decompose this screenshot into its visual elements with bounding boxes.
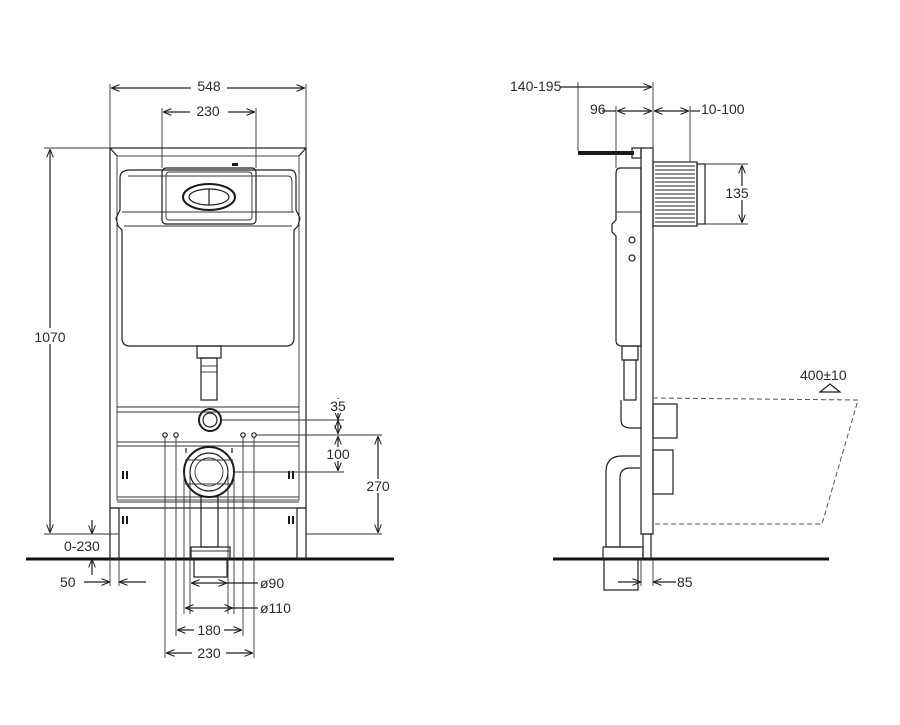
drain-diameter-outer-label: ø110 <box>260 600 291 616</box>
dim-depth-range: 140-195 <box>510 78 654 151</box>
mounting-bolts <box>162 432 257 438</box>
bowl-height-label: 400±10 <box>800 367 847 383</box>
cistern-depth-label: 96 <box>590 101 606 117</box>
frame-height-label: 1070 <box>34 329 65 345</box>
dim-button-width: 230 <box>161 103 257 168</box>
leg-offset-label: 50 <box>60 574 76 590</box>
dim-bottom-front: ø90 ø110 180 230 <box>164 437 291 661</box>
dim-outlet-depth: 85 <box>618 559 693 590</box>
dim-vertical-right: 35 100 270 <box>221 398 394 535</box>
inlet-to-drain-label: 100 <box>326 446 350 462</box>
wall-range-label: 10-100 <box>701 101 745 117</box>
cistern <box>115 169 301 401</box>
frame-width-label: 548 <box>197 78 221 94</box>
bolt-spacing-outer-label: 230 <box>197 645 221 661</box>
side-view: 140-195 96 10-100 135 400±10 <box>510 78 859 591</box>
drain-height-label: 270 <box>366 478 390 494</box>
outlet-depth-label: 85 <box>677 574 693 590</box>
flush-button-plate <box>161 163 257 225</box>
inlet-offset-label: 35 <box>330 398 346 414</box>
bolt-spacing-inner-label: 180 <box>197 622 221 638</box>
dim-button-height: 135 <box>705 163 750 225</box>
dim-frame-width: 548 <box>109 78 307 148</box>
side-frame <box>578 147 706 560</box>
dim-leg-offset: 50 <box>60 559 146 590</box>
wall-hung-bowl-outline <box>652 383 859 525</box>
dim-adjust-range: 0-230 <box>64 520 118 575</box>
button-width-label: 230 <box>196 103 220 119</box>
side-drain <box>602 400 678 591</box>
dim-frame-height: 1070 <box>30 147 110 535</box>
dim-cistern-depth: 96 <box>590 101 651 168</box>
front-view: 548 230 1070 0-230 <box>26 78 394 661</box>
adjust-range-label: 0-230 <box>64 538 100 554</box>
dim-wall-range: 10-100 <box>655 101 745 162</box>
side-cistern <box>611 167 642 401</box>
button-height-label: 135 <box>725 185 749 201</box>
drain-diameter-inner-label: ø90 <box>260 575 284 591</box>
depth-range-label: 140-195 <box>510 78 562 94</box>
